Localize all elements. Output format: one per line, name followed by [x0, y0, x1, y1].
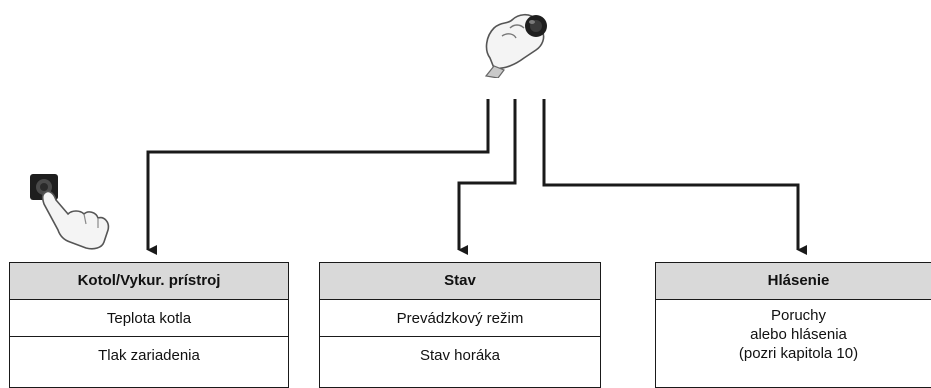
hlasenie-box: Hlásenie Poruchy alebo hlásenia (pozri k…	[655, 262, 931, 388]
connector-to-stav	[457, 99, 517, 255]
stav-box: Stav Prevádzkový režim Stav horáka	[319, 262, 601, 388]
hlasenie-line-or-messages: alebo hlásenia	[750, 326, 847, 343]
kotol-row-boiler-temp: Teplota kotla	[10, 300, 288, 337]
kotol-row-system-pressure: Tlak zariadenia	[98, 347, 200, 364]
kotol-box: Kotol/Vykur. prístroj Teplota kotla Tlak…	[9, 262, 289, 388]
connector-to-hlasenie	[542, 99, 807, 255]
hlasenie-box-title: Hlásenie	[656, 263, 931, 300]
connector-to-kotol	[146, 99, 490, 255]
hand-turning-knob-icon	[480, 6, 560, 83]
stav-row-burner-state: Stav horáka	[419, 347, 501, 364]
stav-row-operating-mode: Prevádzkový režim	[320, 300, 600, 337]
kotol-box-title: Kotol/Vykur. prístroj	[10, 263, 288, 300]
hlasenie-line-faults: Poruchy	[770, 307, 827, 324]
hlasenie-line-chapter-ref: (pozri kapitola 10)	[738, 345, 859, 362]
hlasenie-description: Poruchy alebo hlásenia (pozri kapitola 1…	[656, 300, 931, 363]
stav-box-title: Stav	[320, 263, 600, 300]
hand-pressing-button-icon	[24, 170, 120, 255]
